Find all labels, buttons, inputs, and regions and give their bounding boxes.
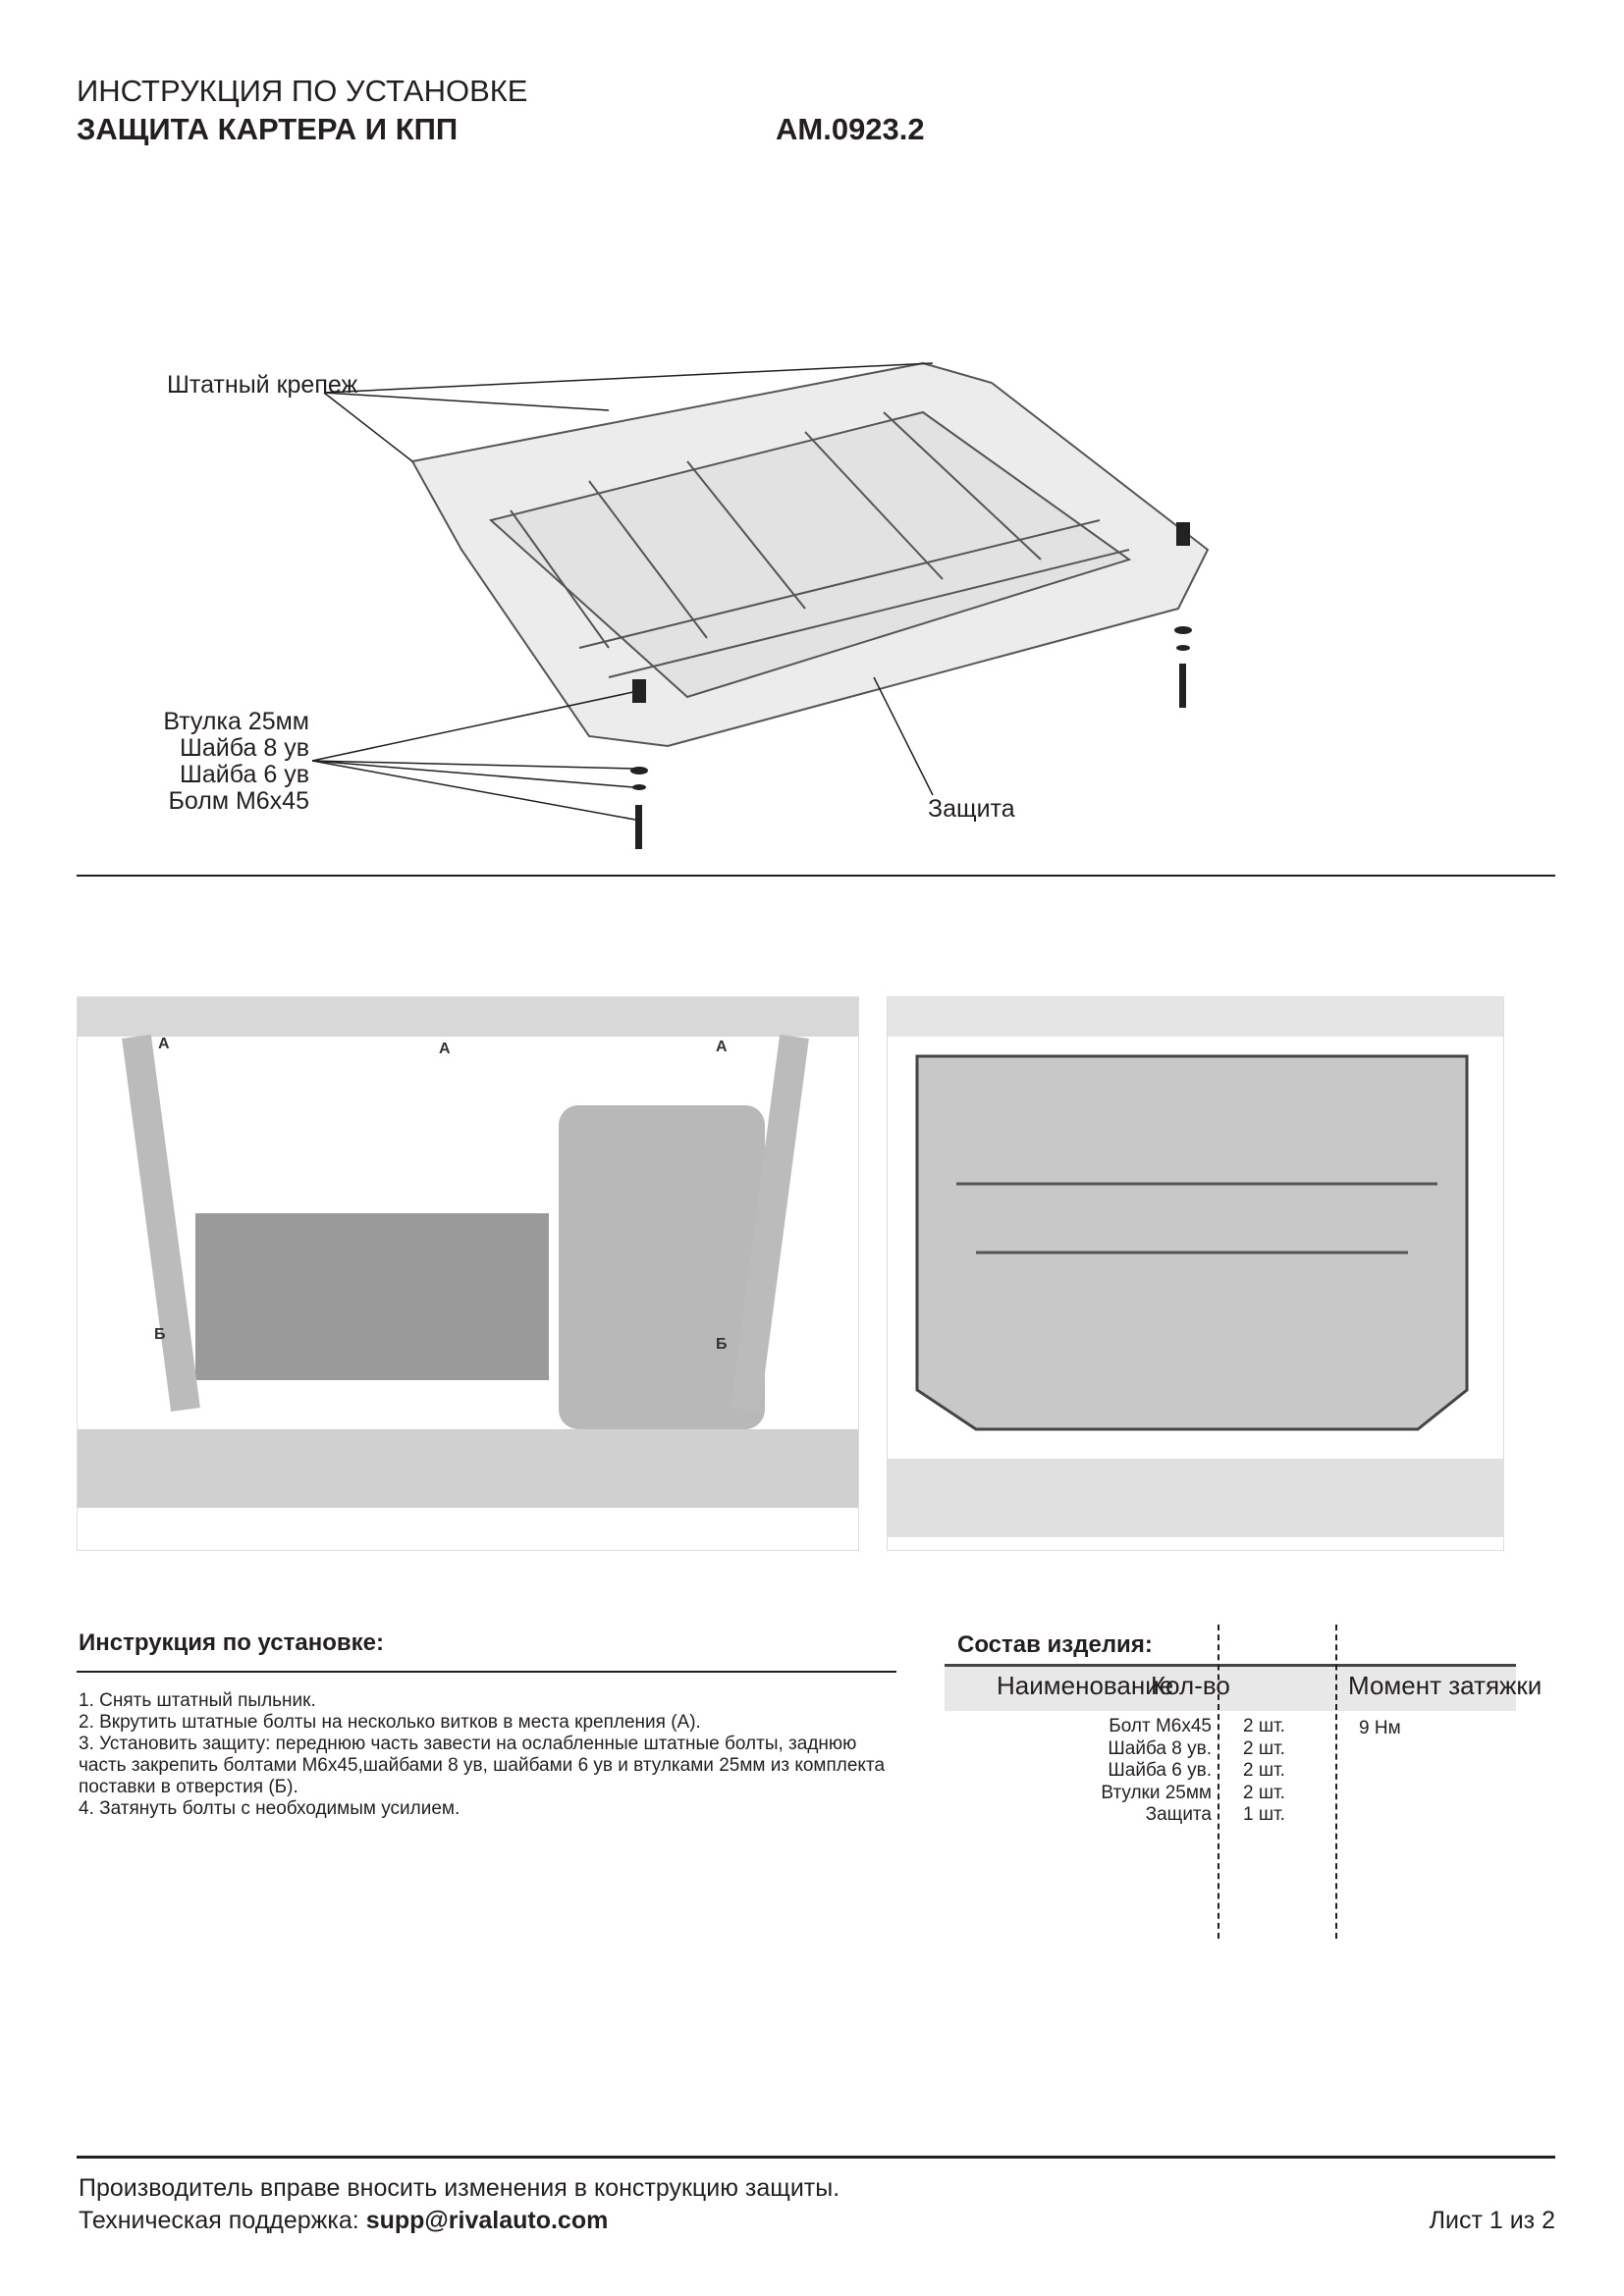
label-bolt: Болм М6х45 xyxy=(168,787,309,815)
part-name: Втулки 25мм xyxy=(1101,1782,1212,1803)
article-number: АМ.0923.2 xyxy=(776,112,925,146)
instructions-list: 1. Снять штатный пыльник. 2. Вкрутить шт… xyxy=(79,1690,903,1820)
document-title: ИНСТРУКЦИЯ ПО УСТАНОВКЕ xyxy=(77,74,528,108)
footer-support: Техническая поддержка: supp@rivalauto.co… xyxy=(79,2207,608,2235)
support-email[interactable]: supp@rivalauto.com xyxy=(365,2207,609,2234)
instructions-divider xyxy=(77,1671,896,1673)
part-qty: 2 шт. xyxy=(1243,1760,1285,1781)
support-label: Техническая поддержка: xyxy=(79,2207,366,2234)
hardware-labels: Втулка 25мм Шайба 8 ув Шайба 6 ув Болм М… xyxy=(163,709,309,815)
part-name: Шайба 8 ув. xyxy=(1108,1737,1212,1759)
marker-b: Б xyxy=(716,1336,728,1353)
marker-a: А xyxy=(439,1041,451,1057)
page-number: Лист 1 из 2 xyxy=(1429,2207,1555,2234)
parts-qty: 2 шт. 2 шт. 2 шт. 2 шт. 1 шт. xyxy=(1243,1716,1285,1827)
column-divider xyxy=(1218,1625,1219,1939)
part-name: Болт М6х45 xyxy=(1109,1716,1212,1736)
part-qty: 2 шт. xyxy=(1243,1737,1285,1759)
step: 3. Установить защиту: переднюю часть зав… xyxy=(79,1734,886,1797)
step: 4. Затянуть болты с необходимым усилием. xyxy=(79,1798,460,1819)
marker-a: А xyxy=(716,1039,728,1055)
parts-names: Болт М6х45 Шайба 8 ув. Шайба 6 ув. Втулк… xyxy=(982,1716,1212,1827)
label-washer6: Шайба 6 ув xyxy=(179,761,309,788)
column-divider xyxy=(1335,1625,1337,1939)
photo-before-install: А А А Б Б xyxy=(77,996,859,1551)
parts-heading: Состав изделия: xyxy=(957,1631,1153,1658)
part-name: Шайба 6 ув. xyxy=(1108,1760,1212,1781)
part-name: Защита xyxy=(1145,1804,1212,1825)
col-qty: Кол-во xyxy=(1151,1671,1230,1700)
label-bushing: Втулка 25мм xyxy=(163,708,309,735)
label-washer8: Шайба 8 ув xyxy=(179,734,309,762)
label-guard: Защита xyxy=(928,795,1015,823)
parts-table-header xyxy=(945,1666,1516,1711)
label-fasteners: Штатный крепеж xyxy=(167,371,358,399)
exploded-diagram xyxy=(311,361,1210,849)
step: 2. Вкрутить штатные болты на несколько в… xyxy=(79,1712,701,1733)
footer-rule xyxy=(77,2156,1555,2159)
photo-after-install xyxy=(887,996,1504,1551)
divider xyxy=(77,875,1555,877)
table-top-rule xyxy=(945,1664,1516,1667)
marker-a: А xyxy=(158,1036,170,1052)
part-qty: 2 шт. xyxy=(1243,1782,1285,1803)
part-qty: 1 шт. xyxy=(1243,1804,1285,1825)
instructions-heading: Инструкция по установке: xyxy=(79,1629,385,1656)
part-qty: 2 шт. xyxy=(1243,1716,1285,1736)
col-torque: Момент затяжки xyxy=(1348,1671,1543,1700)
marker-b: Б xyxy=(154,1326,166,1343)
part-torque: 9 Нм xyxy=(1359,1718,1401,1738)
product-name: ЗАЩИТА КАРТЕРА И КПП xyxy=(77,112,459,146)
footer-notice: Производитель вправе вносить изменения в… xyxy=(79,2174,840,2202)
col-name: Наименование xyxy=(997,1671,1174,1700)
step: 1. Снять штатный пыльник. xyxy=(79,1690,316,1711)
